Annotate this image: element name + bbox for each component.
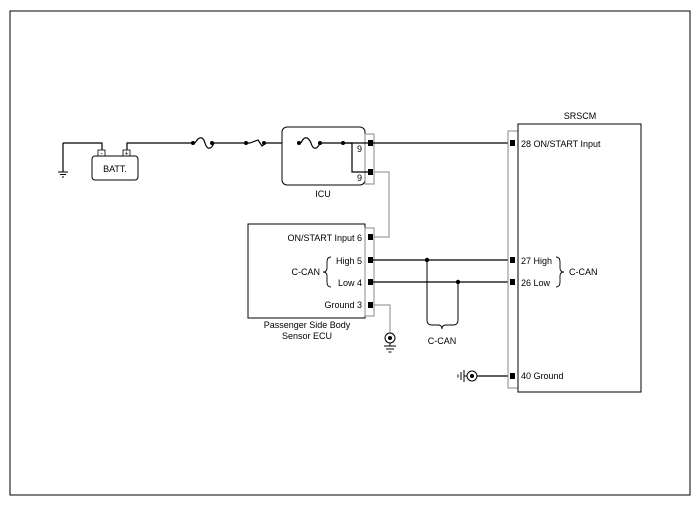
srscm-bus-label: C-CAN bbox=[569, 267, 598, 277]
ecu-pin-ground-label: Ground 3 bbox=[324, 300, 362, 310]
battery-body bbox=[91, 155, 139, 181]
icu-node bbox=[297, 141, 301, 145]
battery-pos-symbol: + bbox=[124, 151, 128, 158]
ecu-connector bbox=[364, 227, 375, 317]
battery-pos-wire bbox=[126, 142, 195, 150]
fuse-node bbox=[210, 141, 214, 145]
srscm-pin-low-label: 26 Low bbox=[521, 278, 551, 288]
passenger-side-body-sensor-ecu: ON/START Input 6 High 5 Low 4 Ground 3 C… bbox=[247, 223, 375, 341]
ecu-pin-on-start bbox=[368, 234, 373, 240]
can-bottom-brace bbox=[426, 319, 459, 330]
ecu-pin-ground bbox=[368, 302, 373, 308]
diagram-frame bbox=[9, 10, 691, 496]
icu-pin-in-terminal bbox=[368, 140, 373, 146]
srscm-pin-on-start bbox=[510, 140, 515, 146]
icu-name: ICU bbox=[315, 189, 331, 199]
ecu-name-line2: Sensor ECU bbox=[282, 331, 332, 341]
link-node bbox=[244, 141, 248, 145]
link-node bbox=[262, 141, 266, 145]
icu-pin-out-label: 9 bbox=[357, 173, 362, 183]
icu: 9 9 ICU bbox=[281, 126, 375, 199]
battery-neg-wire bbox=[63, 142, 103, 150]
ecu-pin-high-label: High 5 bbox=[336, 256, 362, 266]
srscm: SRSCM 28 ON/START Input 27 High 26 Low 4… bbox=[507, 111, 642, 393]
srscm-pin-ground-label: 40 Ground bbox=[521, 371, 564, 381]
battery-ground-symbol bbox=[58, 171, 68, 178]
srscm-ground-icon bbox=[457, 370, 478, 382]
icu-pin-out-terminal bbox=[368, 169, 373, 175]
icu-internal-wire bbox=[343, 142, 370, 173]
ecu-bus-brace bbox=[322, 256, 332, 288]
srscm-pin-ground bbox=[510, 373, 515, 379]
icu-fuse-icon bbox=[300, 137, 321, 149]
ecu-name-line1: Passenger Side Body bbox=[264, 320, 351, 330]
ecu-pin-low bbox=[368, 279, 373, 285]
ecu-pin-on-start-label: ON/START Input 6 bbox=[287, 233, 362, 243]
ecu-pin-low-label: Low 4 bbox=[338, 278, 362, 288]
can-bottom-label: C-CAN bbox=[428, 336, 457, 346]
srscm-name: SRSCM bbox=[564, 111, 597, 121]
wire-ecu-ground bbox=[374, 304, 391, 333]
srscm-box bbox=[517, 123, 642, 393]
ecu-bus-label: C-CAN bbox=[292, 267, 321, 277]
icu-pin-in-label: 9 bbox=[357, 144, 362, 154]
battery-label: BATT. bbox=[103, 164, 127, 174]
srscm-pin-high-label: 27 High bbox=[521, 256, 552, 266]
srscm-pin-high bbox=[510, 257, 515, 263]
ecu-pin-high bbox=[368, 257, 373, 263]
srscm-bus-brace bbox=[555, 256, 565, 288]
ecu-box bbox=[247, 223, 366, 319]
main-fuse-icon bbox=[194, 137, 215, 149]
icu-connector bbox=[364, 133, 375, 185]
wire-icu-to-ecu-on-start bbox=[374, 171, 390, 238]
srscm-pin-low bbox=[510, 279, 515, 285]
ecu-ground-icon bbox=[384, 332, 396, 353]
fuse-node bbox=[191, 141, 195, 145]
battery-neg-symbol: - bbox=[100, 151, 103, 158]
srscm-pin-on-start-label: 28 ON/START Input bbox=[521, 139, 601, 149]
battery: - + BATT. bbox=[58, 142, 195, 181]
